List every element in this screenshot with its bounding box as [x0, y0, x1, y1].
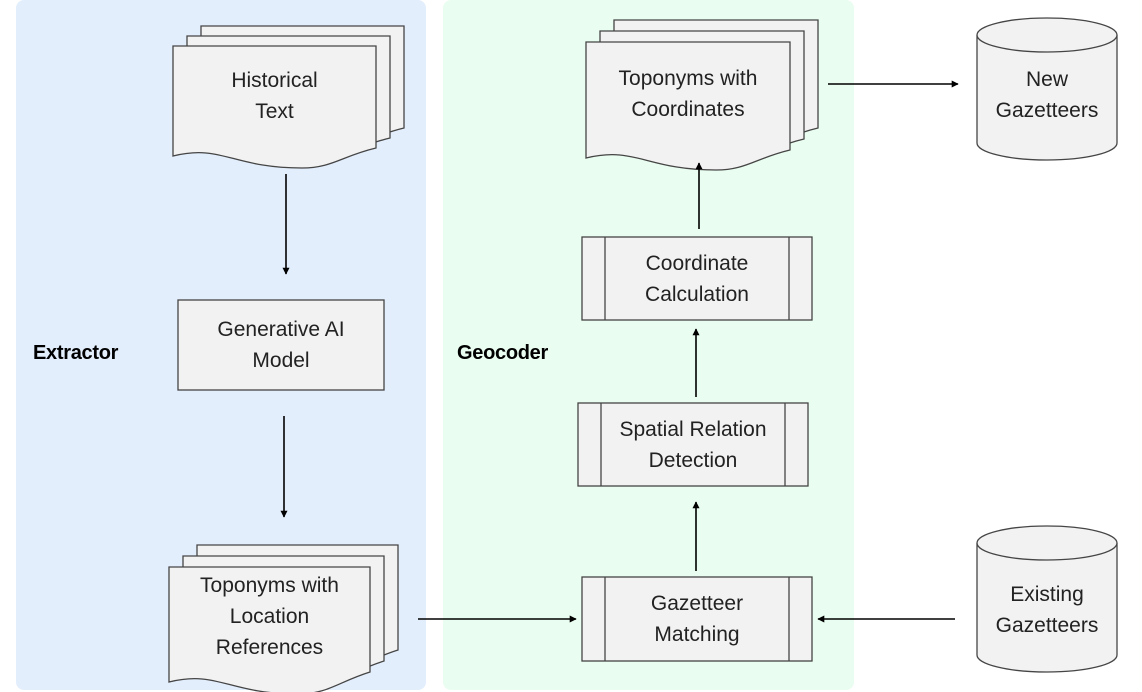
generative-ai-node [177, 299, 385, 391]
new-gazetteers-node [976, 17, 1118, 161]
historical-text-node [172, 25, 405, 169]
new-gazetteers-label: New Gazetteers [995, 68, 1099, 122]
edges [280, 80, 959, 623]
spatial-relation-label: Spatial Relation Detection [619, 418, 767, 472]
geocoder-label: Geocoder [457, 342, 548, 364]
toponyms-location-label: Toponyms with Location References [200, 574, 339, 659]
coordinate-calculation-label: Coordinate Calculation [645, 252, 749, 306]
extractor-label: Extractor [33, 342, 119, 364]
toponyms-location-node [168, 544, 399, 692]
coordinate-calculation-node [581, 236, 813, 321]
toponyms-coordinates-label: Toponyms with Coordinates [618, 67, 758, 121]
existing-gazetteers-node [976, 525, 1118, 673]
spatial-relation-node [577, 402, 809, 487]
existing-gazetteers-label: Existing Gazetteers [995, 583, 1099, 637]
generative-ai-label: Generative AI Model [217, 318, 345, 372]
gazetteer-matching-label: Gazetteer Matching [650, 592, 744, 646]
historical-text-label: Historical Text [231, 69, 318, 123]
toponyms-coordinates-node [585, 19, 819, 171]
gazetteer-matching-node [581, 576, 813, 662]
